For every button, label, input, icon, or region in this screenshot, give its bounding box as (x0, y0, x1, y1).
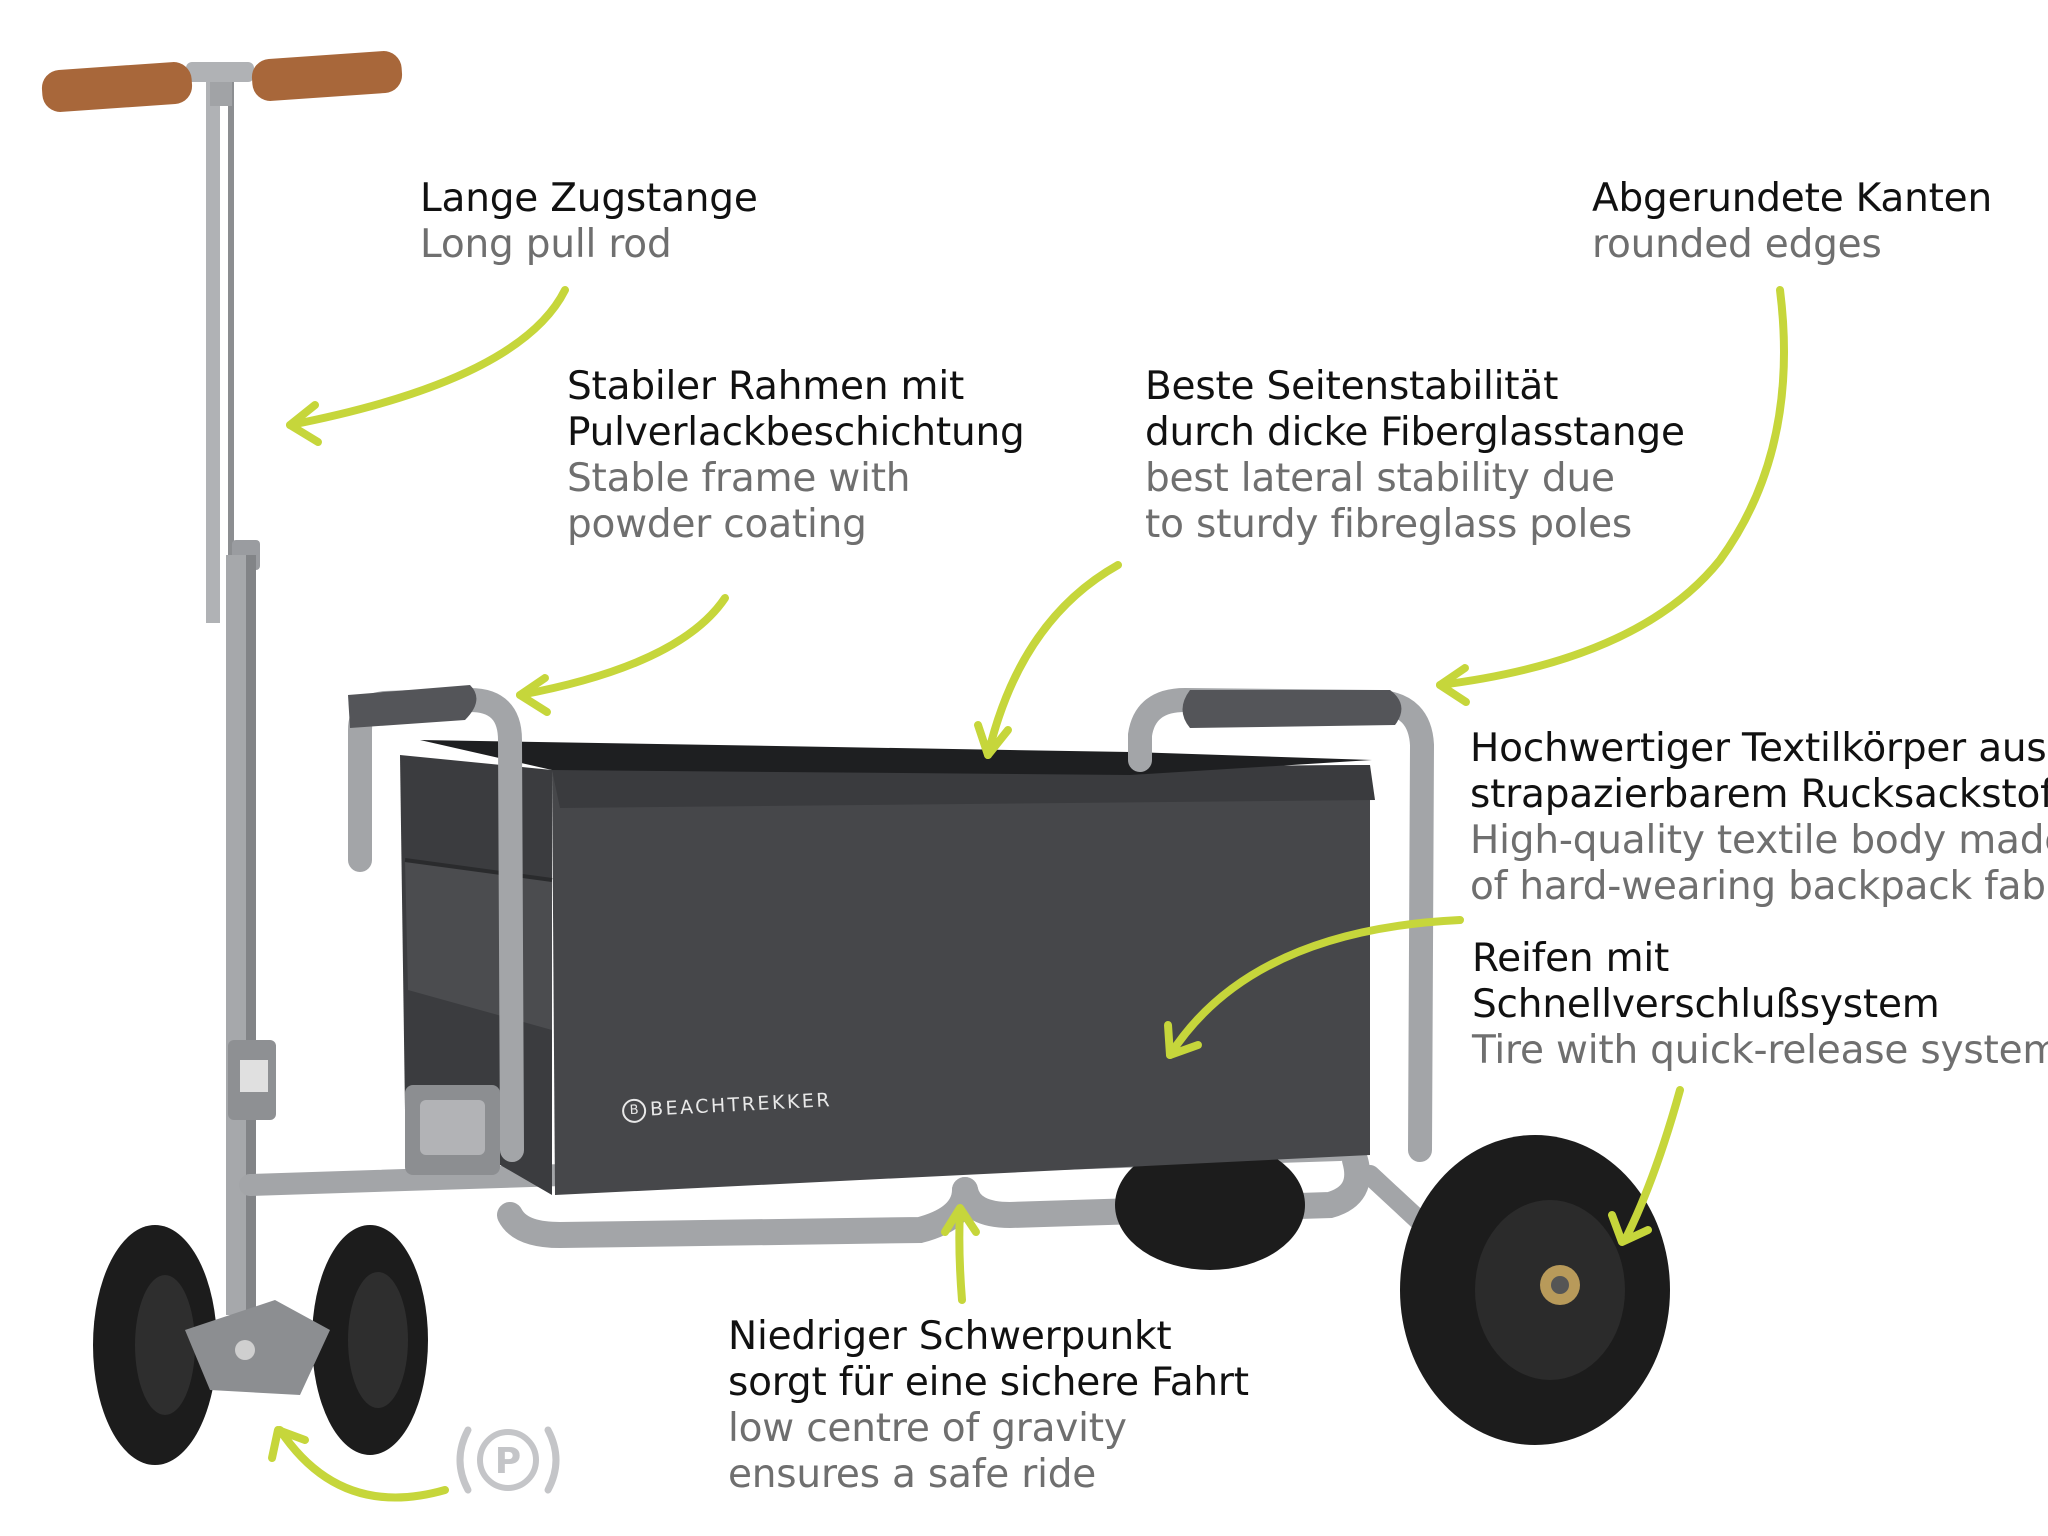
parking-letter: P (495, 1441, 521, 1482)
callout-gravity-de-1: Niedriger Schwerpunkt (728, 1314, 1172, 1359)
callout-textile-en-1: High-quality textile body made (1470, 818, 2048, 864)
callout-textile-body: Hochwertiger Textilkörper aus strapazier… (1470, 726, 2048, 910)
callout-textile-en-2: of hard-wearing backpack fabric (1470, 864, 2048, 910)
callout-rounded-edges-de-1: Abgerundete Kanten (1592, 176, 1992, 221)
callout-arrows (268, 286, 1788, 1502)
brand-logo-icon: B (621, 1098, 647, 1124)
callout-lateral-de-1: Beste Seitenstabilität (1145, 364, 1559, 409)
callout-lateral-en-2: to sturdy fibreglass poles (1145, 502, 1633, 548)
callout-textile-de-1: Hochwertiger Textilkörper aus (1470, 726, 2047, 771)
callout-low-gravity: Niedriger Schwerpunkt sorgt für eine sic… (728, 1314, 1249, 1498)
callout-frame-de-1: Stabiler Rahmen mit (567, 364, 965, 409)
callout-rounded-edges: Abgerundete Kanten rounded edges (1592, 176, 1992, 268)
wagon-tub (400, 740, 1375, 1195)
callout-pull-rod-en-1: Long pull rod (420, 222, 672, 268)
callout-tires-en-1: Tire with quick-release system (1472, 1028, 2048, 1074)
callout-tires-de-1: Reifen mit (1472, 936, 1670, 981)
callout-frame-de-2: Pulverlackbeschichtung (567, 410, 1025, 456)
rim-pads (348, 685, 1402, 728)
callout-tires-de-2: Schnellverschlußsystem (1472, 982, 1940, 1028)
parking-brake-icon: P (456, 1426, 560, 1494)
callout-lateral-de-2: durch dicke Fiberglasstange (1145, 410, 1685, 456)
callout-gravity-en-2: ensures a safe ride (728, 1452, 1097, 1498)
callout-pull-rod-de-1: Lange Zugstange (420, 176, 758, 221)
callout-frame-en-1: Stable frame with (567, 456, 911, 502)
callout-textile-de-2: strapazierbarem Rucksackstoff (1470, 772, 2048, 818)
rear-wheels (1115, 1135, 1670, 1445)
pull-handle (41, 51, 403, 1315)
callout-pull-rod: Lange Zugstange Long pull rod (420, 176, 758, 268)
brand-logo-letter: B (629, 1102, 639, 1119)
callout-rounded-edges-en-1: rounded edges (1592, 222, 1882, 268)
callout-frame-en-2: powder coating (567, 502, 867, 548)
callout-lateral-en-1: best lateral stability due (1145, 456, 1615, 502)
front-wheels (93, 1225, 428, 1465)
callout-gravity-en-1: low centre of gravity (728, 1406, 1127, 1452)
callout-lateral-stability: Beste Seitenstabilität durch dicke Fiber… (1145, 364, 1685, 548)
callout-gravity-de-2: sorgt für eine sichere Fahrt (728, 1360, 1249, 1406)
callout-tires: Reifen mit Schnellverschlußsystem Tire w… (1472, 936, 2048, 1074)
callout-frame: Stabiler Rahmen mit Pulverlackbeschichtu… (567, 364, 1025, 548)
